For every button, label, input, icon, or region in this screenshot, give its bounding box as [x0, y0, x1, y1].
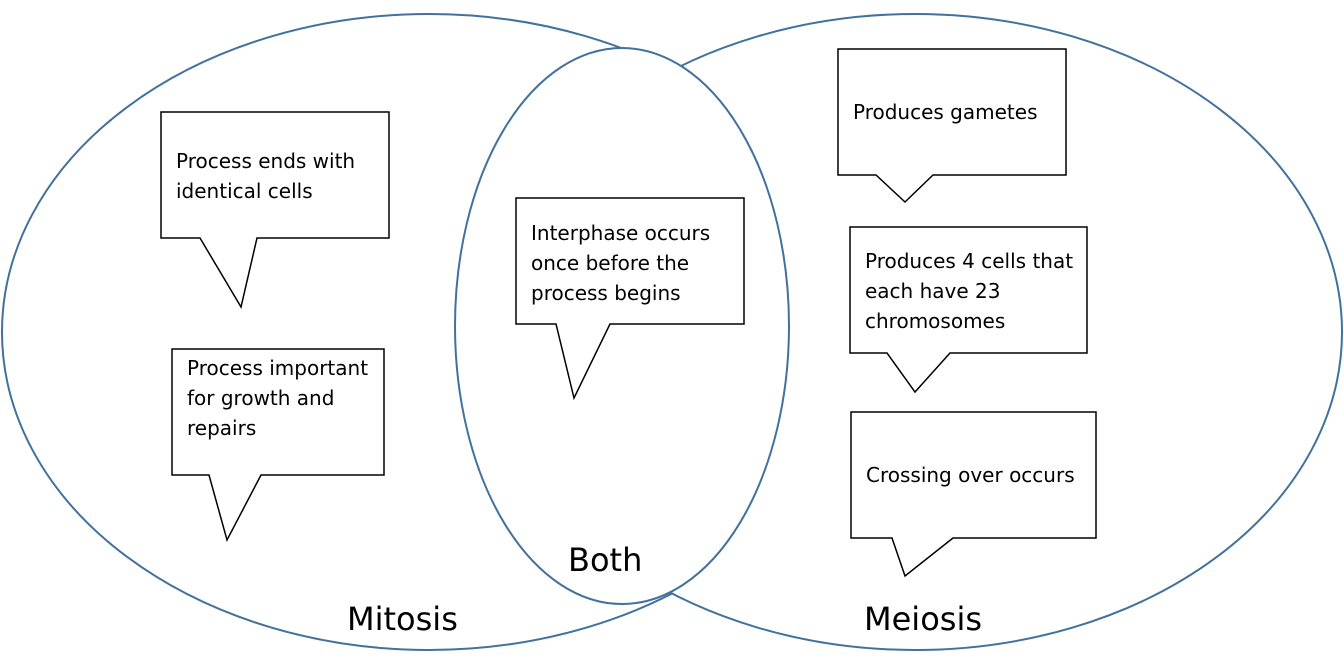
callout-mitosis-2-text: Process important for growth and repairs [187, 356, 369, 440]
callout-meiosis-2-text: Produces 4 cells that each have 23 chrom… [865, 249, 1074, 333]
callout-meiosis-2 [849, 226, 1088, 394]
callout-meiosis-3-text: Crossing over occurs [866, 463, 1075, 487]
callout-mitosis-2 [171, 348, 385, 543]
callout-both-1-text: Interphase occurs once before the proces… [531, 221, 711, 305]
callout-mitosis-1-text: Process ends with identical cells [176, 149, 356, 203]
meiosis-label: Meiosis [864, 600, 982, 638]
callout-mitosis-1 [160, 111, 390, 309]
callout-meiosis-1 [837, 48, 1067, 204]
both-set-ellipse [454, 47, 790, 605]
callout-meiosis-3 [850, 411, 1097, 578]
both-label: Both [568, 541, 643, 579]
mitosis-label: Mitosis [347, 600, 458, 638]
callout-meiosis-1-text: Produces gametes [853, 100, 1038, 124]
callout-both-1 [515, 197, 745, 401]
